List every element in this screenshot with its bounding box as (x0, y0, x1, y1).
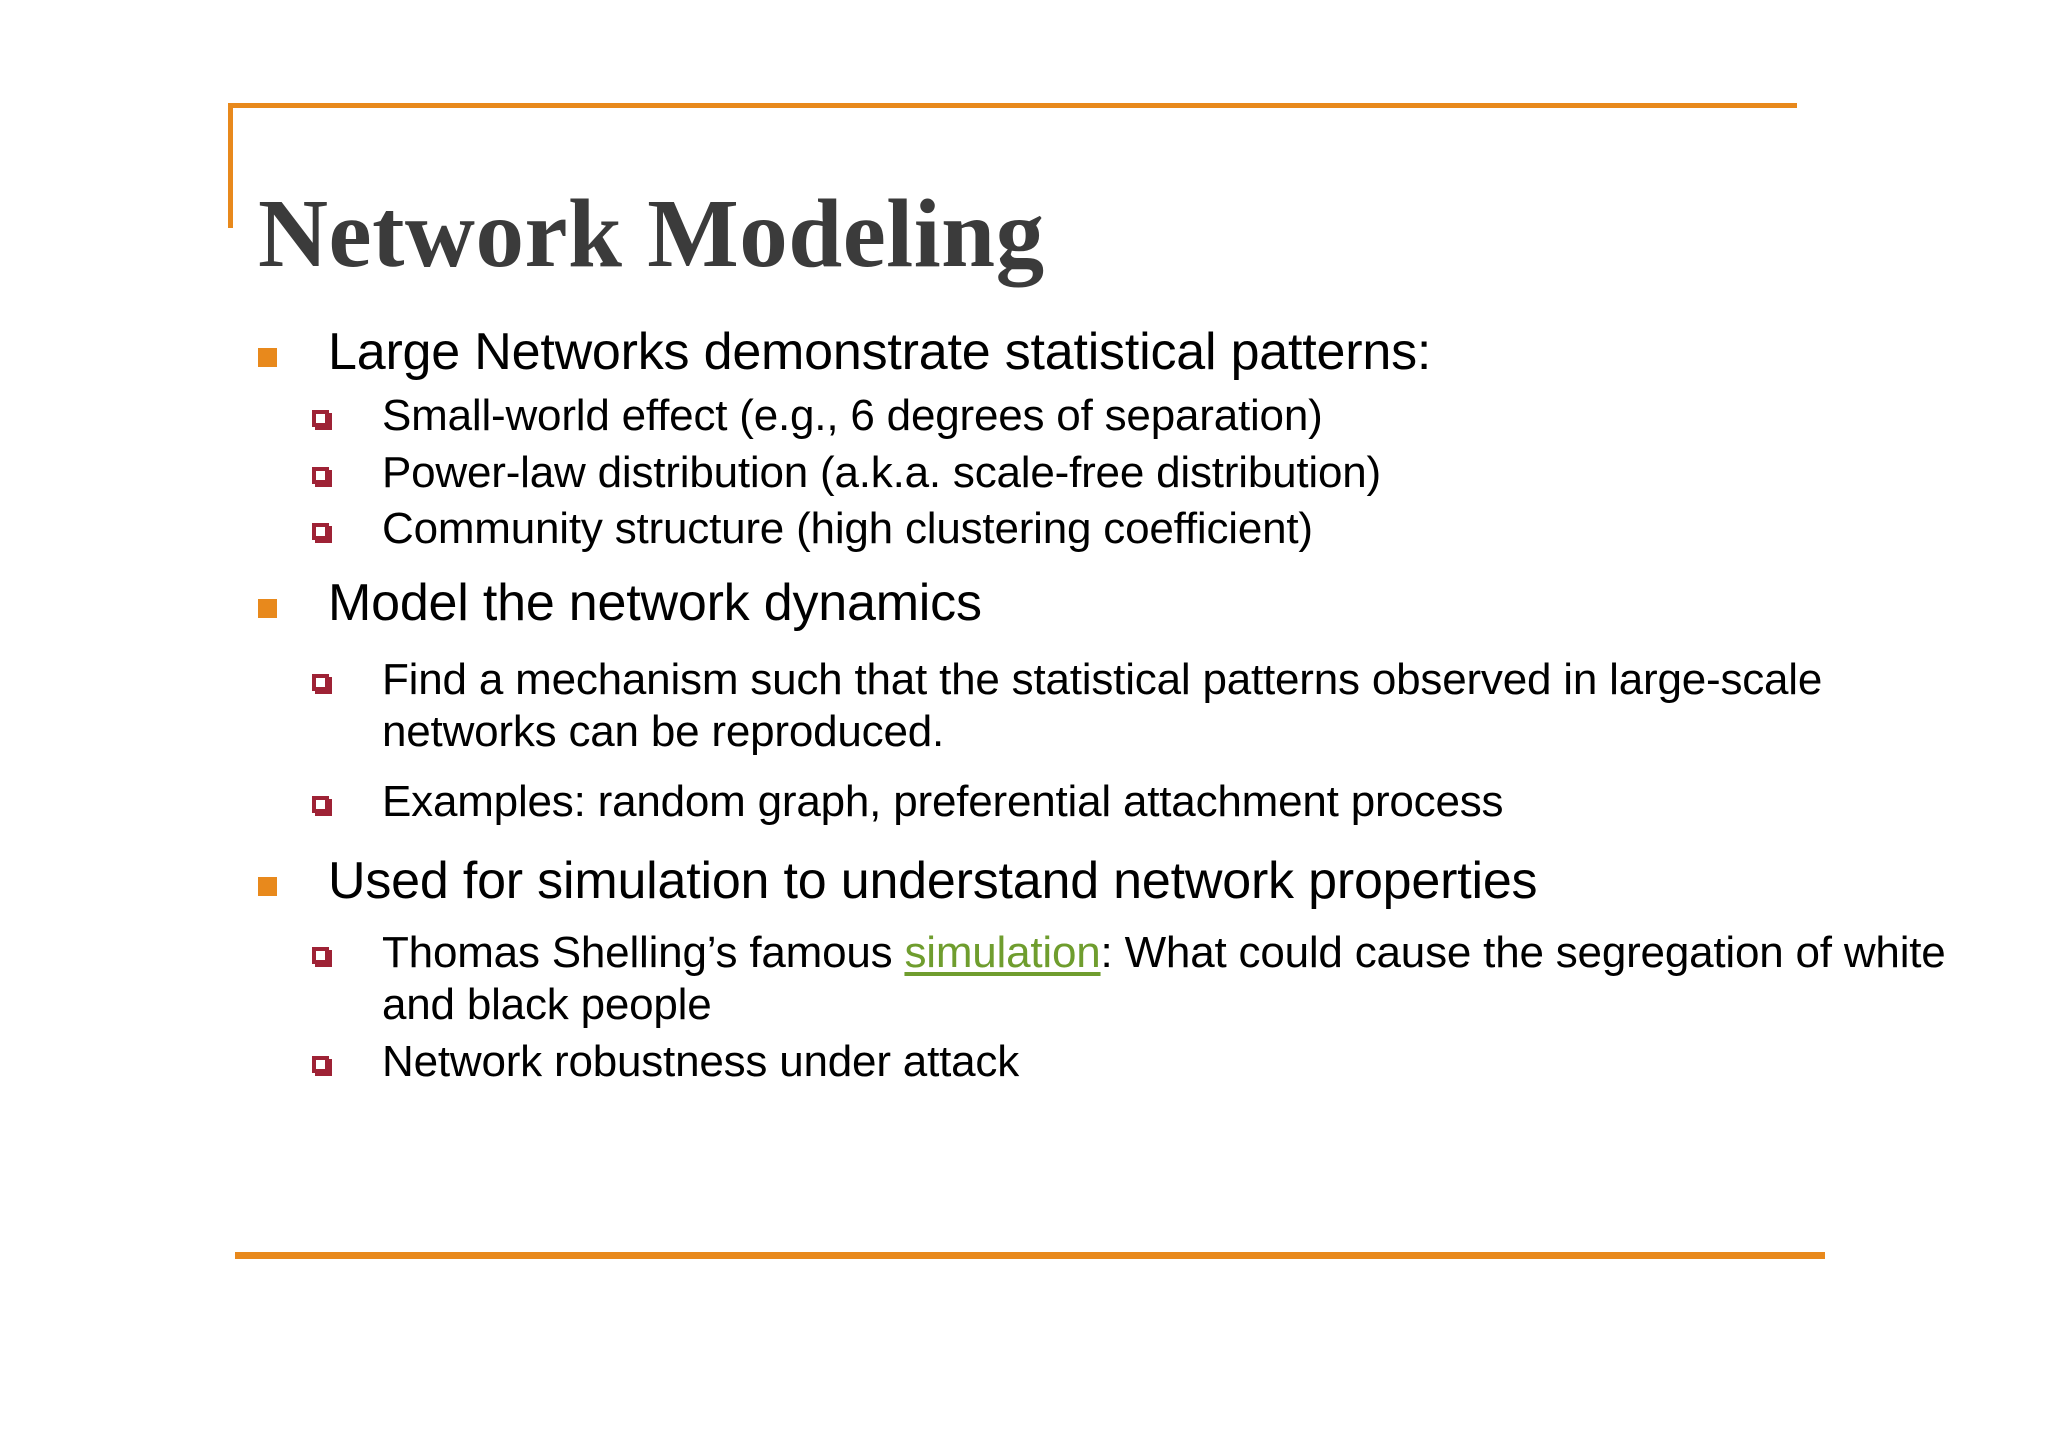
simulation-hyperlink[interactable]: simulation (904, 928, 1101, 978)
square-bullet-icon (258, 599, 277, 619)
footer-rule (235, 1252, 1825, 1259)
bullet-text: Small-world effect (e.g., 6 degrees of s… (382, 391, 1323, 441)
bullet-level1: Large Networks demonstrate statistical p… (250, 322, 1950, 382)
bullet-text-prefix: Thomas Shelling’s famous (382, 928, 905, 978)
bullet-level2: Network robustness under attack (250, 1036, 1950, 1088)
slide-title: Network Modeling (258, 179, 1045, 287)
bullet-level2: Examples: random graph, preferential att… (250, 776, 1950, 828)
hollow-square-bullet-icon (312, 466, 329, 484)
hollow-square-bullet-icon (312, 523, 329, 541)
bullet-level1: Model the network dynamics (250, 573, 1950, 633)
square-bullet-icon (258, 876, 277, 896)
bullet-text: Used for simulation to understand networ… (328, 851, 1538, 910)
bullet-text-suffix: : What could cause the segregation of wh… (382, 928, 1946, 1030)
title-left-rule (228, 103, 233, 228)
bullet-text: Large Networks demonstrate statistical p… (328, 323, 1432, 381)
bullet-level2: Power-law distribution (a.k.a. scale-fre… (250, 447, 1950, 499)
hollow-square-bullet-icon (312, 1055, 329, 1073)
title-top-rule (228, 103, 1797, 108)
bullet-level2: Find a mechanism such that the statistic… (250, 654, 1950, 759)
bullet-text: Examples: random graph, preferential att… (382, 777, 1504, 827)
bullet-text: Network robustness under attack (382, 1036, 1019, 1086)
slide-body: Large Networks demonstrate statistical p… (250, 322, 1950, 1092)
hollow-square-bullet-icon (312, 796, 329, 814)
hollow-square-bullet-icon (312, 410, 329, 428)
bullet-level2: Community structure (high clustering coe… (250, 503, 1950, 555)
bullet-text: Power-law distribution (a.k.a. scale-fre… (382, 447, 1381, 497)
hollow-square-bullet-icon (312, 947, 329, 965)
bullet-level2-with-link: Thomas Shelling’s famous simulation: Wha… (250, 927, 1950, 1032)
bullet-text: Community structure (high clustering coe… (382, 504, 1313, 554)
bullet-level1: Used for simulation to understand networ… (250, 851, 1950, 911)
hollow-square-bullet-icon (312, 673, 329, 691)
bullet-level2: Small-world effect (e.g., 6 degrees of s… (250, 390, 1950, 442)
square-bullet-icon (258, 348, 277, 367)
bullet-text: Find a mechanism such that the statistic… (382, 654, 1823, 757)
bullet-text: Model the network dynamics (328, 574, 982, 633)
